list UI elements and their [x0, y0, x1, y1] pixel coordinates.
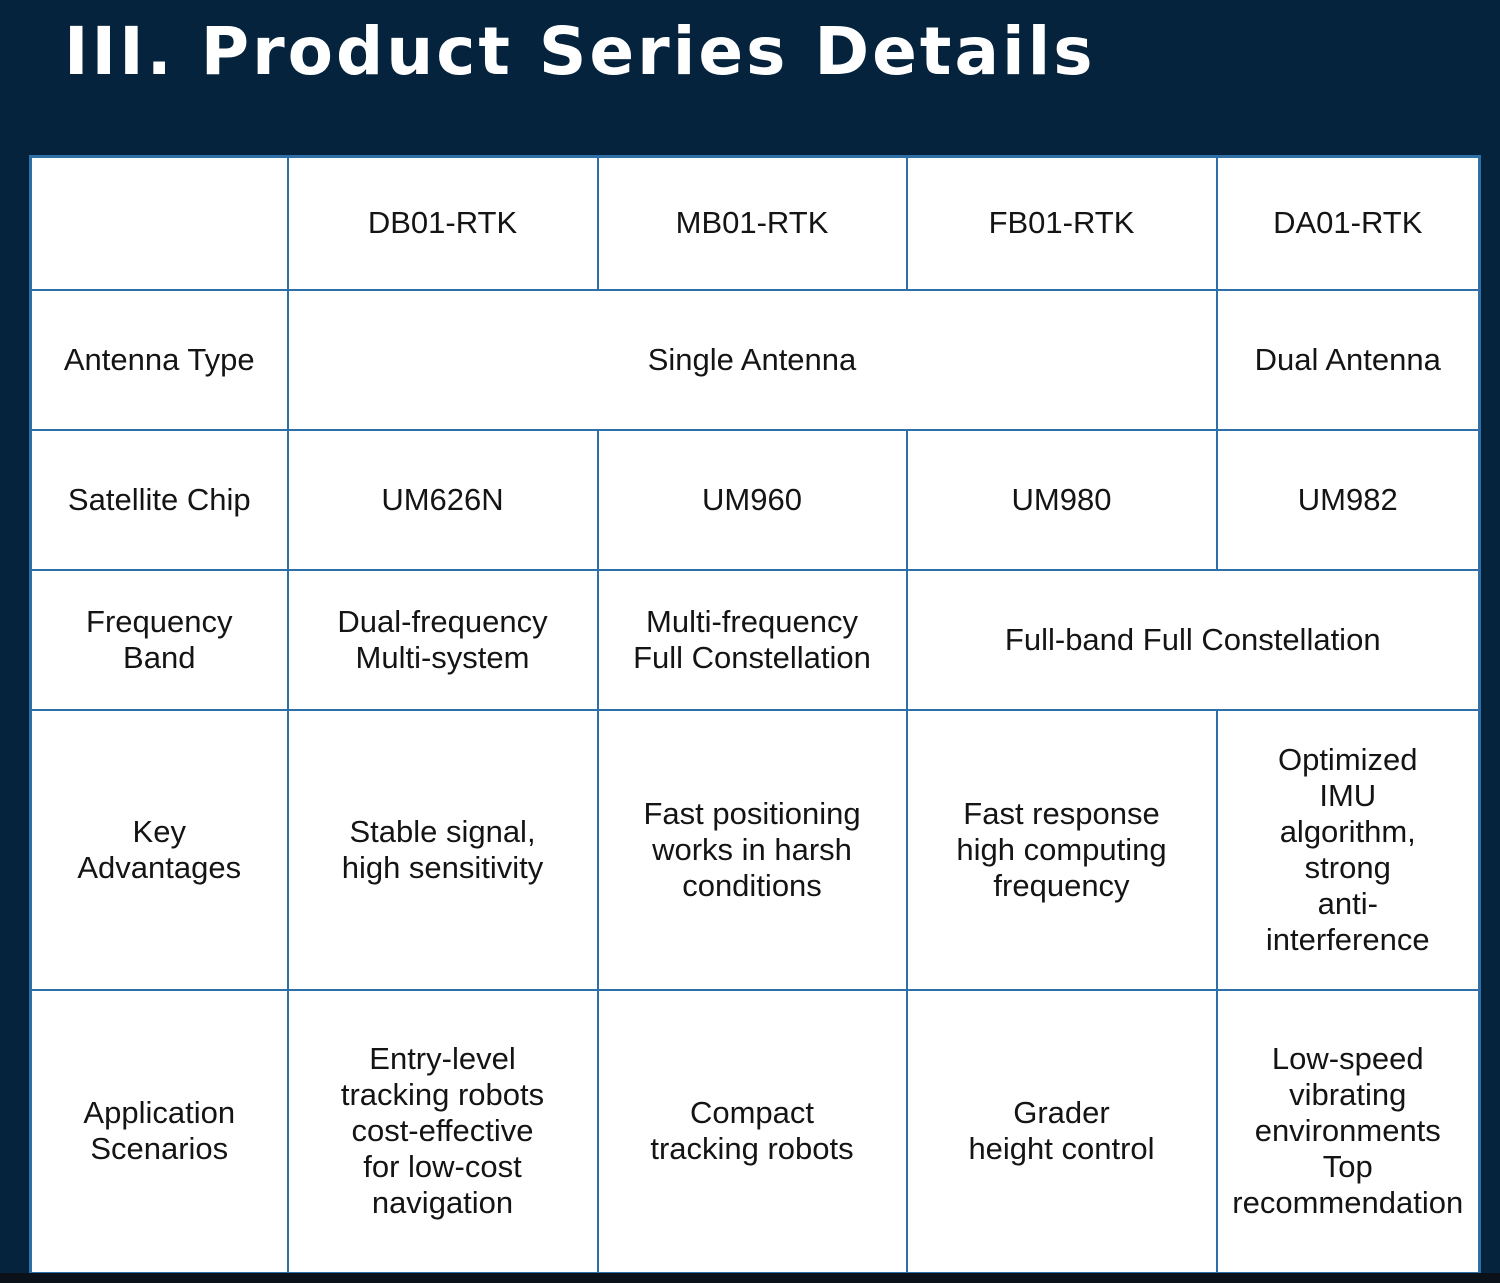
chip-fb01: UM980 [905, 428, 1218, 571]
chip-da01: UM982 [1215, 428, 1481, 571]
page-title: III. Product Series Details [64, 13, 1096, 90]
row-label-key-advantages: Key Advantages [29, 708, 289, 991]
table-row-satellite-chip: Satellite Chip UM626N UM960 UM980 UM982 [29, 428, 1481, 571]
model-header-db01: DB01-RTK [286, 155, 599, 291]
advantage-fb01: Fast response high computing frequency [905, 708, 1218, 991]
chip-mb01: UM960 [596, 428, 908, 571]
scenario-mb01: Compact tracking robots [596, 988, 908, 1275]
model-header-da01: DA01-RTK [1215, 155, 1481, 291]
row-label-application-scenarios: Application Scenarios [29, 988, 289, 1275]
row-label-frequency-band: Frequency Band [29, 568, 289, 711]
bottom-edge-bar [0, 1273, 1500, 1283]
row-label-satellite-chip: Satellite Chip [29, 428, 289, 571]
antenna-type-single: Single Antenna [286, 288, 1218, 431]
advantage-mb01: Fast positioning works in harsh conditio… [596, 708, 908, 991]
table-row-frequency-band: Frequency Band Dual-frequency Multi-syst… [29, 568, 1481, 711]
row-label-antenna-type: Antenna Type [29, 288, 289, 431]
model-header-mb01: MB01-RTK [596, 155, 908, 291]
chip-db01: UM626N [286, 428, 599, 571]
corner-cell [29, 155, 289, 291]
frequency-db01: Dual-frequency Multi-system [286, 568, 599, 711]
scenario-db01: Entry-level tracking robots cost-effecti… [286, 988, 599, 1275]
table-row-application-scenarios: Application Scenarios Entry-level tracki… [29, 988, 1481, 1275]
advantage-db01: Stable signal, high sensitivity [286, 708, 599, 991]
table-row-antenna-type: Antenna Type Single Antenna Dual Antenna [29, 288, 1481, 431]
table-row-key-advantages: Key Advantages Stable signal, high sensi… [29, 708, 1481, 991]
frequency-mb01: Multi-frequency Full Constellation [596, 568, 908, 711]
product-series-table: DB01-RTK MB01-RTK FB01-RTK DA01-RTK Ante… [29, 155, 1481, 1275]
scenario-fb01: Grader height control [905, 988, 1218, 1275]
table-header-row: DB01-RTK MB01-RTK FB01-RTK DA01-RTK [29, 155, 1481, 291]
model-header-fb01: FB01-RTK [905, 155, 1218, 291]
advantage-da01: Optimized IMU algorithm, strong anti- in… [1215, 708, 1481, 991]
frequency-fb01-da01: Full-band Full Constellation [905, 568, 1481, 711]
antenna-type-dual: Dual Antenna [1215, 288, 1481, 431]
scenario-da01: Low-speed vibrating environments Top rec… [1215, 988, 1481, 1275]
